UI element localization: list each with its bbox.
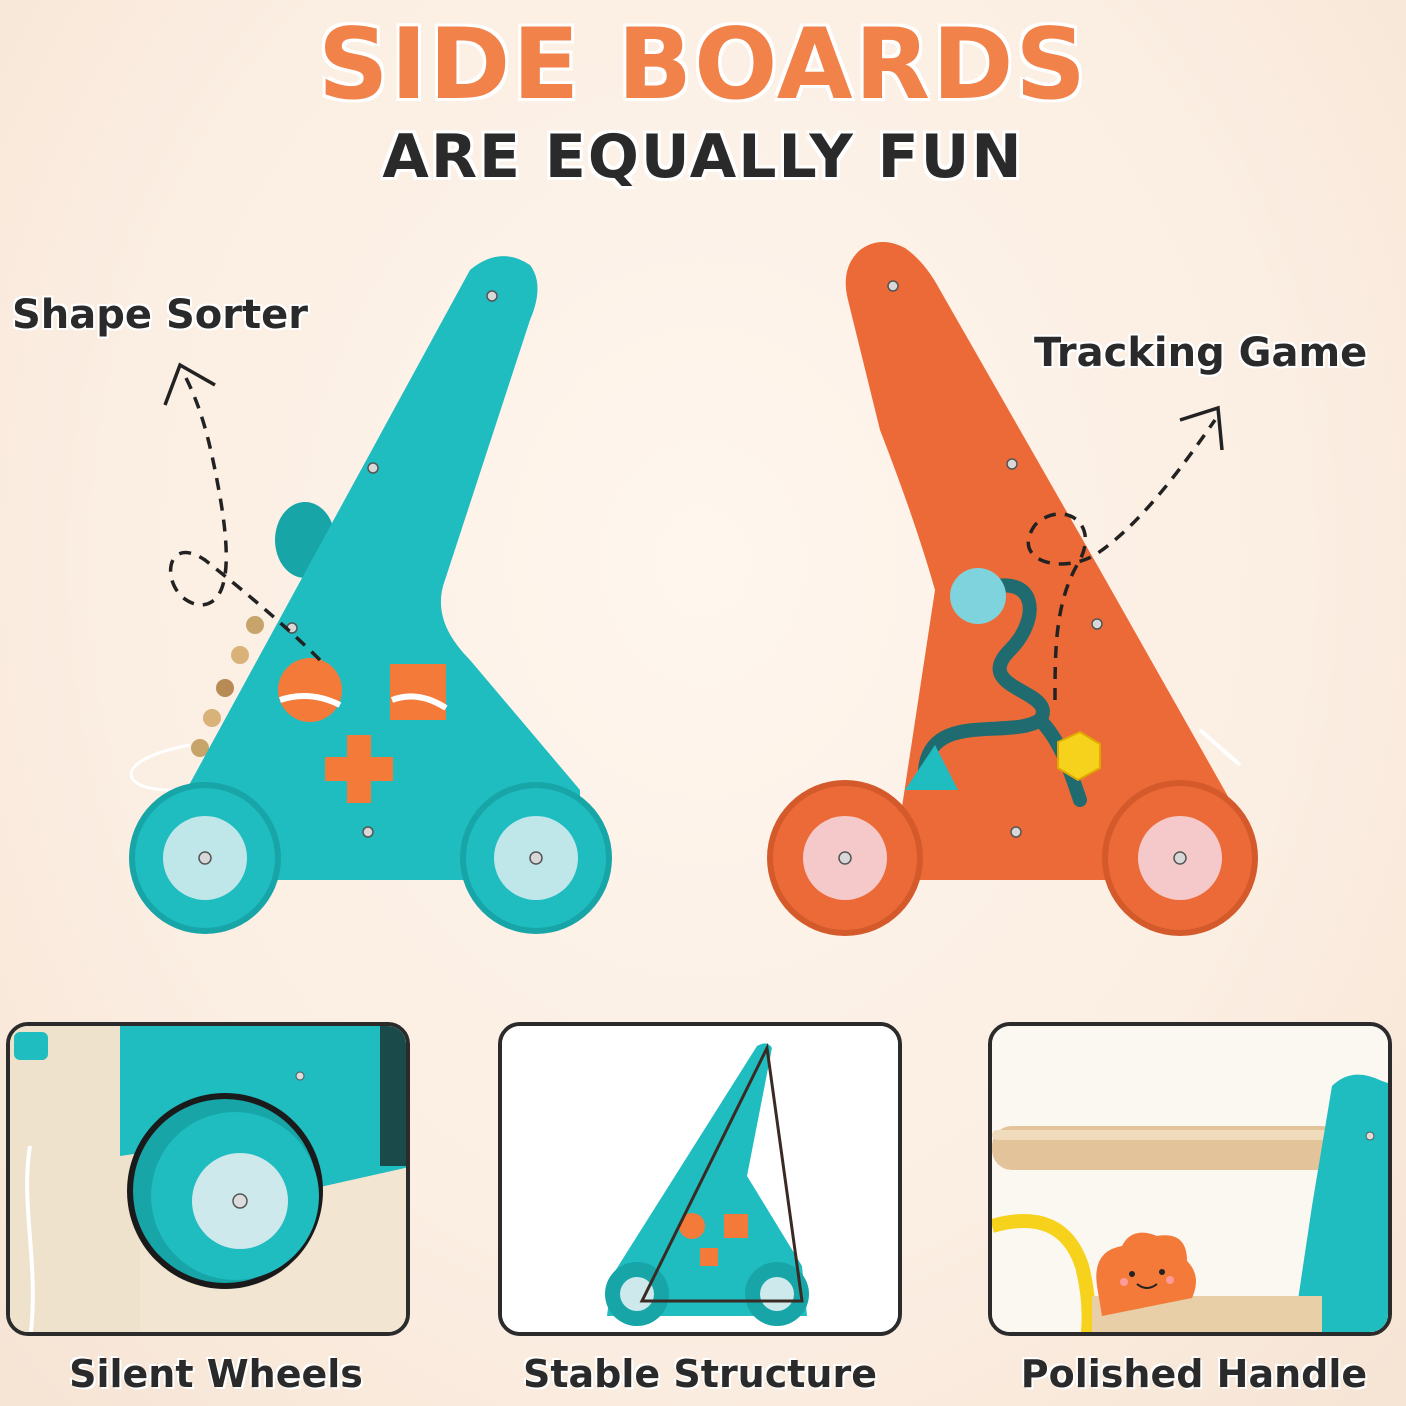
- dashed-arrow-left-icon: [163, 362, 322, 662]
- abacus-beads-icon: [129, 616, 264, 792]
- orange-board-shape: [800, 241, 1240, 880]
- caption-stable-structure: Stable Structure: [523, 1352, 877, 1396]
- side-board-illustration: [129, 241, 1258, 936]
- orange-wheel-left: [767, 780, 923, 936]
- headline: SIDE BOARDS: [317, 8, 1089, 122]
- teal-side-board: [129, 256, 612, 934]
- callout-shape-sorter: Shape Sorter: [12, 292, 308, 338]
- teal-wheel-right: [460, 782, 612, 934]
- callout-tracking-game: Tracking Game: [1034, 330, 1368, 376]
- panel-stable-structure: [498, 1022, 902, 1336]
- teal-wheel-left: [129, 782, 281, 934]
- dashed-arrow-right-icon: [1026, 405, 1224, 701]
- panel-silent-wheels: [6, 1022, 410, 1336]
- panel-polished-handle: [988, 1022, 1392, 1336]
- subheadline: ARE EQUALLY FUN: [382, 122, 1024, 192]
- orange-wheel-right: [1102, 780, 1258, 936]
- orange-side-board: [767, 241, 1258, 936]
- shape-sorter-holes: [278, 658, 448, 803]
- caption-silent-wheels: Silent Wheels: [69, 1352, 363, 1396]
- caption-polished-handle: Polished Handle: [1020, 1352, 1368, 1396]
- tracking-maze: [905, 568, 1101, 807]
- teal-board-shape: [160, 256, 580, 881]
